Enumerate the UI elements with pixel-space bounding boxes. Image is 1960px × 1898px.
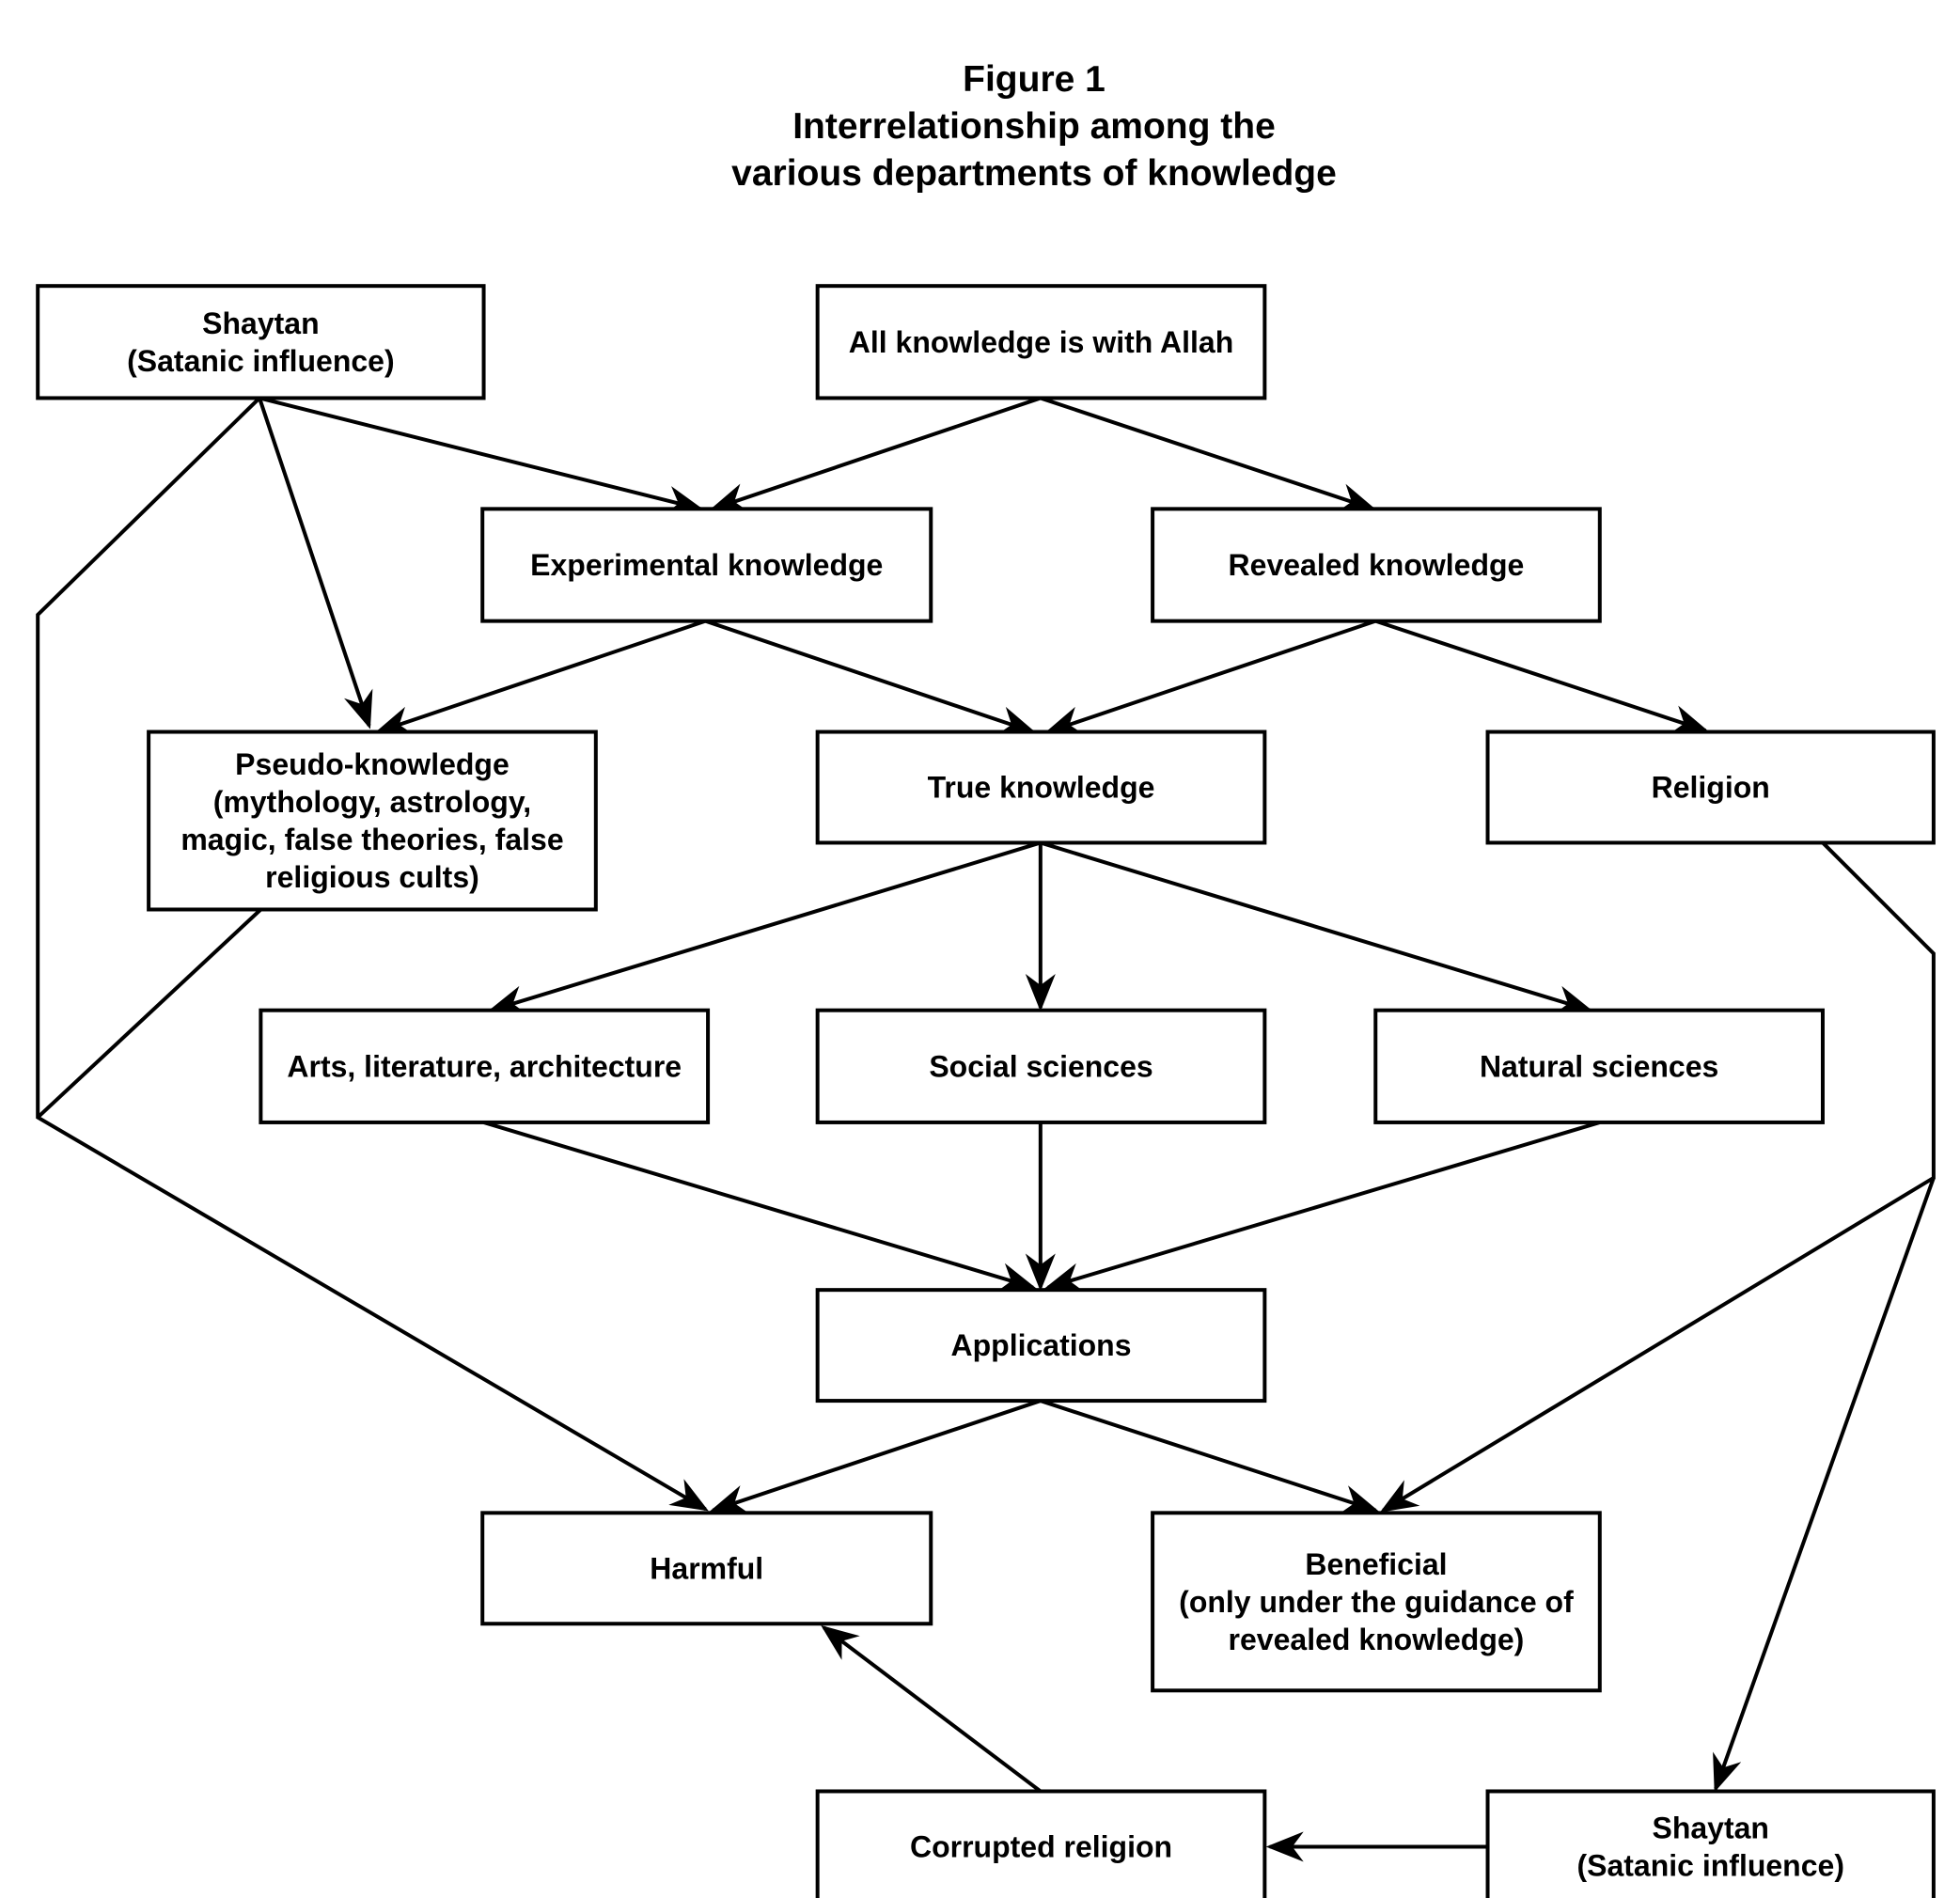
node-arts: Arts, literature, architecture	[259, 1008, 711, 1124]
edge-applications-to-beneficial	[1040, 1399, 1380, 1514]
edge-revealed-to-true	[1044, 619, 1376, 736]
title-line-2: Interrelationship among the	[792, 106, 1276, 147]
node-label-line: (only under the guidance of	[1179, 1585, 1574, 1619]
node-label-line: Applications	[951, 1328, 1132, 1362]
node-label-line: Revealed knowledge	[1229, 548, 1525, 582]
node-box	[815, 729, 1267, 845]
node-social: Social sciences	[815, 1008, 1267, 1124]
node-beneficial: Beneficial (only under the guidance of rev…	[1151, 1511, 1602, 1693]
edge-true-to-arts	[487, 840, 1042, 1015]
node-label-line: Arts, literature, architecture	[287, 1049, 682, 1083]
node-box	[1485, 729, 1936, 845]
edge-shaytan-top-to-pseudo	[258, 397, 373, 729]
node-label-line: (Satanic influence)	[1576, 1848, 1844, 1882]
node-label-line: True knowledge	[928, 771, 1155, 805]
edge-arts-to-applications	[482, 1121, 1037, 1293]
edge-natural-to-applications	[1044, 1121, 1601, 1293]
node-label-line: All knowledge is with Allah	[849, 325, 1234, 359]
node-label-line: Shaytan	[1652, 1811, 1768, 1844]
node-corrupted: Corrupted religion	[815, 1789, 1267, 1898]
node-box	[36, 284, 486, 400]
node-box	[147, 729, 598, 912]
diagram-title: Figure 1 Interrelationship among the var…	[0, 56, 1960, 197]
node-label-line: Beneficial	[1305, 1547, 1447, 1581]
title-line-1: Figure 1	[963, 59, 1105, 100]
node-allah: All knowledge is with Allah	[815, 284, 1267, 400]
node-box	[815, 284, 1267, 400]
edge-applications-to-harmful	[709, 1399, 1042, 1514]
node-religion: Religion	[1485, 729, 1936, 845]
node-applications: Applications	[815, 1288, 1267, 1404]
node-box	[259, 1008, 711, 1124]
node-box	[1373, 1008, 1825, 1124]
node-label-line: Corrupted religion	[910, 1829, 1172, 1863]
node-box	[815, 1789, 1267, 1898]
node-pseudo: Pseudo-knowledge (mythology, astrology, ma…	[147, 729, 598, 912]
node-revealed: Revealed knowledge	[1151, 507, 1602, 623]
node-label-line: Experimental knowledge	[530, 548, 883, 582]
node-natural: Natural sciences	[1373, 1008, 1825, 1124]
edge-pseudo-to-harmful	[36, 908, 262, 1120]
node-box	[1151, 507, 1602, 623]
node-label-line: magic, false theories, false	[180, 823, 563, 856]
node-label-line: (Satanic influence)	[127, 344, 395, 378]
node-experimental: Experimental knowledge	[480, 507, 933, 623]
node-box	[480, 1511, 933, 1626]
edge-experimental-to-pseudo	[374, 619, 707, 736]
node-shaytan-top: Shaytan (Satanic influence)	[36, 284, 486, 400]
edge-religion-to-shaytan-bottom	[1713, 1177, 1936, 1793]
node-label-line: Social sciences	[929, 1049, 1152, 1083]
edge-shaytan-top-to-experimental	[259, 396, 704, 516]
node-shaytan-bottom: Shaytan (Satanic influence)	[1485, 1789, 1936, 1898]
node-label-line: Religion	[1652, 771, 1770, 805]
edge-allah-to-experimental	[709, 396, 1042, 512]
node-label-line: Harmful	[650, 1551, 763, 1585]
node-label-line: Shaytan	[202, 306, 319, 340]
edge-corrupted-to-harmful	[821, 1624, 1043, 1794]
edge-true-to-natural	[1040, 840, 1593, 1015]
node-label-line: (mythology, astrology,	[213, 785, 531, 819]
node-box	[815, 1288, 1267, 1404]
node-label-line: revealed knowledge)	[1229, 1623, 1525, 1656]
edge-revealed-to-religion	[1374, 619, 1710, 735]
node-label-line: Pseudo-knowledge	[235, 747, 510, 781]
node-true: True knowledge	[815, 729, 1267, 845]
edge-religion-to-beneficial	[1379, 841, 1936, 1513]
node-box	[480, 507, 933, 623]
title-line-3: various departments of knowledge	[731, 153, 1337, 194]
edge-shaytan-top-to-harmful	[36, 397, 709, 1512]
edge-allah-to-revealed	[1040, 396, 1377, 513]
node-box	[1151, 1511, 1602, 1693]
edge-experimental-to-true	[704, 619, 1037, 736]
node-label-line: religious cults)	[265, 860, 479, 894]
node-harmful: Harmful	[480, 1511, 933, 1626]
node-box	[1485, 1789, 1936, 1898]
node-label-line: Natural sciences	[1480, 1049, 1718, 1083]
node-box	[815, 1008, 1267, 1124]
